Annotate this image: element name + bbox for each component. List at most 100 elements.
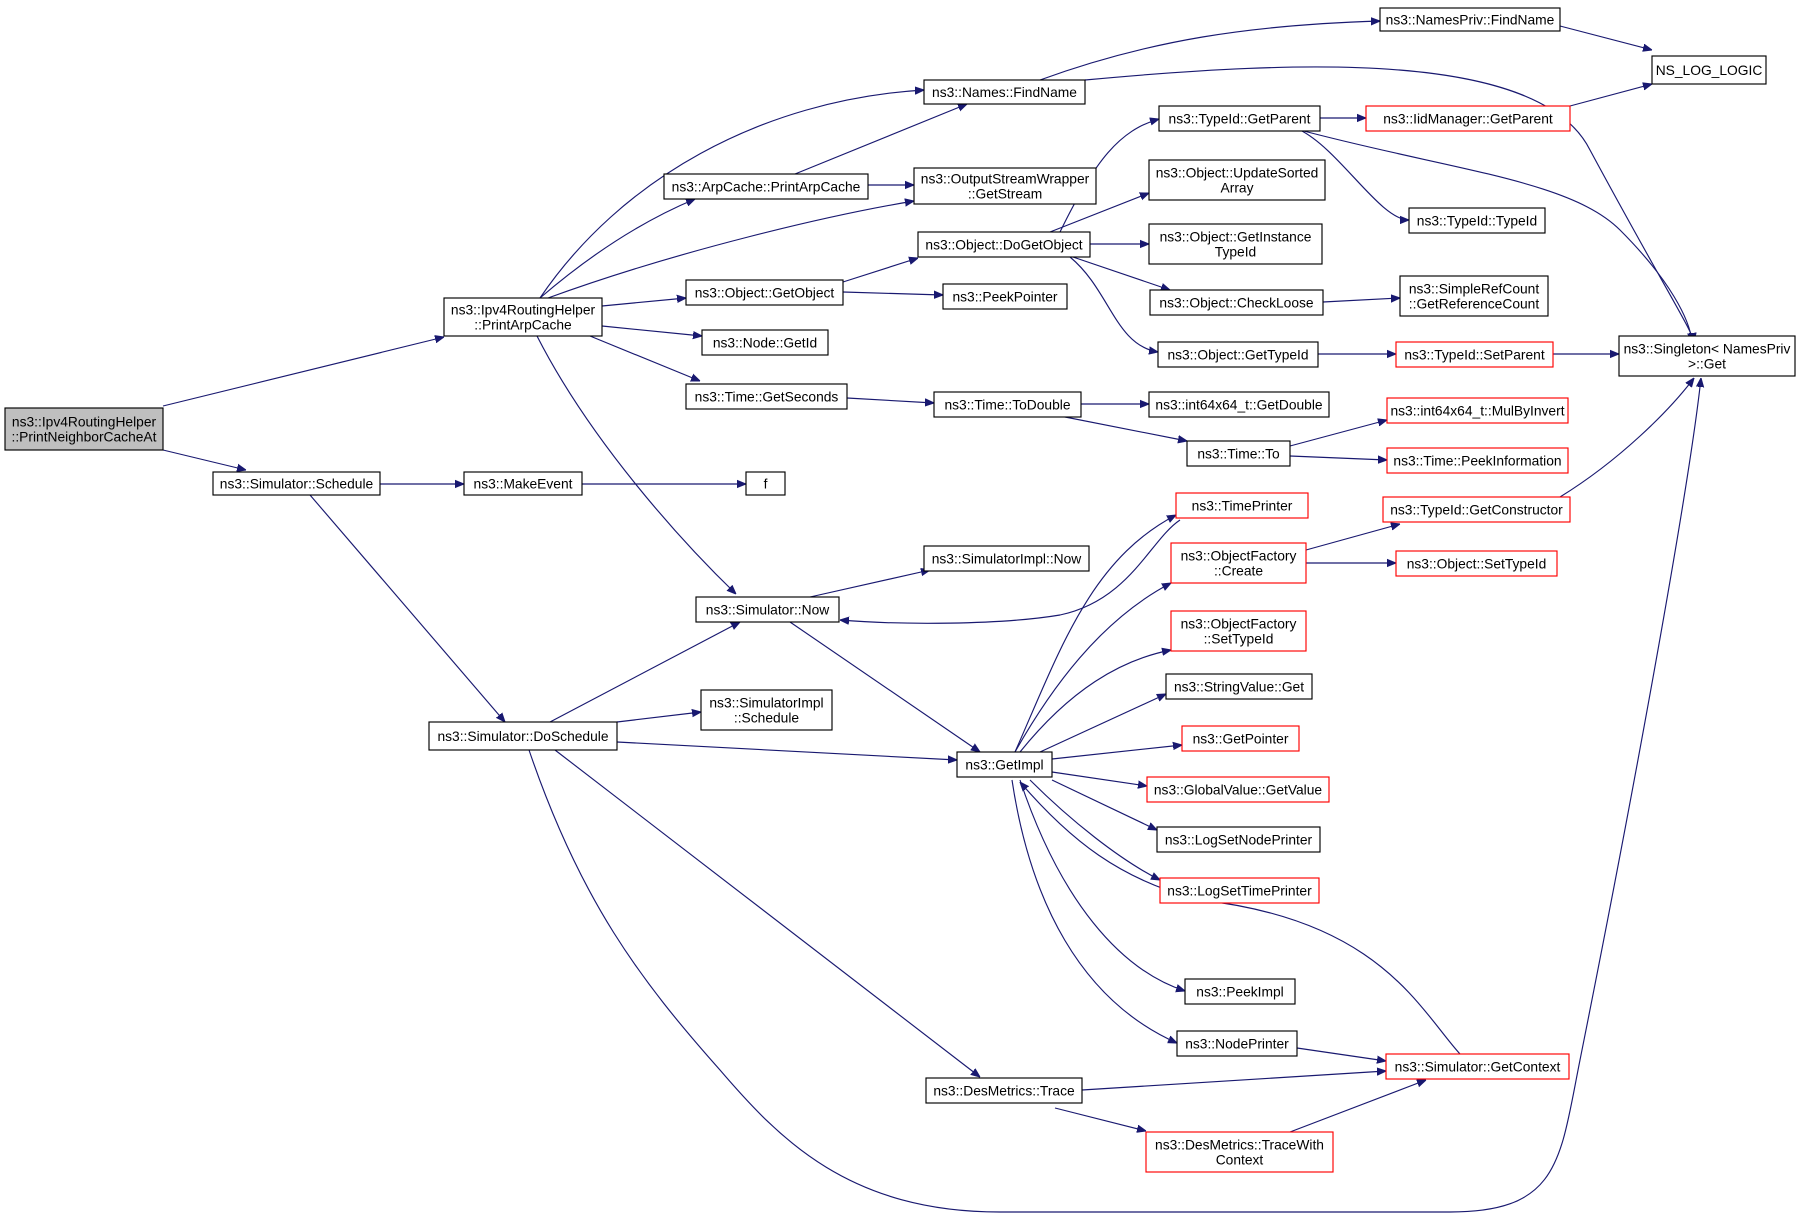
node-getpointer[interactable]: ns3::GetPointer — [1181, 725, 1300, 752]
node-box — [701, 329, 829, 356]
edge-timeprinter-simnow — [840, 519, 1181, 623]
node-label: ns3::TypeId::GetConstructor — [1390, 503, 1563, 518]
edge-getobject-peekpointer — [842, 292, 943, 295]
node-peekinfo[interactable]: ns3::Time::PeekInformation — [1386, 447, 1569, 474]
node-ofcreate[interactable]: ns3::ObjectFactory::Create — [1170, 542, 1307, 584]
node-label: >::Get — [1688, 357, 1726, 372]
node-setparent[interactable]: ns3::TypeId::SetParent — [1395, 341, 1554, 368]
edge-doschedule-desmetricstrace — [554, 749, 980, 1077]
node-globalvalue[interactable]: ns3::GlobalValue::GetValue — [1146, 776, 1330, 803]
node-timeprinter[interactable]: ns3::TimePrinter — [1175, 492, 1309, 519]
node-getseconds[interactable]: ns3::Time::GetSeconds — [685, 383, 848, 410]
node-schedule[interactable]: ns3::Simulator::Schedule — [212, 471, 381, 496]
node-lognodeprinter[interactable]: ns3::LogSetNodePrinter — [1156, 826, 1321, 853]
node-label: ns3::LogSetNodePrinter — [1165, 833, 1313, 848]
node-label: ns3::int64x64_t::MulByInvert — [1390, 404, 1564, 419]
node-box — [1165, 673, 1313, 700]
node-simplerefcount[interactable]: ns3::SimpleRefCount::GetReferenceCount — [1399, 275, 1549, 317]
edge-typeidgetparent-typeidtypeid — [1299, 129, 1410, 220]
edge-getconstructor-singleton — [1559, 378, 1694, 498]
edge-schedule-doschedule — [309, 494, 505, 722]
node-label: ns3::TimePrinter — [1192, 499, 1293, 514]
node-stringvalueget[interactable]: ns3::StringValue::Get — [1165, 673, 1313, 700]
node-timeto[interactable]: ns3::Time::To — [1186, 440, 1291, 467]
node-singleton[interactable]: ns3::Singleton< NamesPriv >::Get — [1618, 335, 1796, 377]
node-ofsettypeid[interactable]: ns3::ObjectFactory::SetTypeId — [1170, 610, 1307, 652]
node-box — [700, 689, 833, 731]
node-box — [1146, 776, 1330, 803]
node-f[interactable]: f — [745, 471, 786, 496]
node-doschedule[interactable]: ns3::Simulator::DoSchedule — [428, 721, 618, 751]
edge-printarp-getseconds — [589, 335, 700, 382]
node-namesprivfind[interactable]: ns3::NamesPriv::FindName — [1379, 7, 1561, 32]
edge-getseconds-todouble — [846, 397, 934, 403]
node-getdouble[interactable]: ns3::int64x64_t::GetDouble — [1148, 391, 1330, 418]
node-nodeprinter[interactable]: ns3::NodePrinter — [1176, 1030, 1298, 1057]
node-label: ns3::SimpleRefCount — [1409, 282, 1540, 297]
node-box — [913, 167, 1097, 205]
node-label: TypeId — [1215, 245, 1256, 260]
node-label: ::Schedule — [734, 711, 800, 726]
node-box — [1145, 1131, 1334, 1173]
node-iidmgr[interactable]: ns3::IidManager::GetParent — [1365, 105, 1571, 132]
node-namesfind[interactable]: ns3::Names::FindName — [923, 79, 1086, 105]
edge-printarp-osw — [547, 201, 914, 299]
node-todouble[interactable]: ns3::Time::ToDouble — [933, 391, 1082, 418]
edge-getimpl-globalvalue — [1051, 771, 1147, 786]
node-label: ns3::Object::GetTypeId — [1167, 348, 1308, 363]
node-label: ns3::Ipv4RoutingHelper — [451, 303, 596, 318]
node-simimplschedule[interactable]: ns3::SimulatorImpl::Schedule — [700, 689, 833, 731]
node-root[interactable]: ns3::Ipv4RoutingHelper::PrintNeighborCac… — [4, 407, 164, 451]
node-label: ns3::Simulator::Schedule — [220, 477, 374, 492]
node-box — [428, 721, 618, 751]
node-simnow[interactable]: ns3::Simulator::Now — [695, 596, 840, 623]
node-box — [463, 471, 583, 496]
node-makeevent[interactable]: ns3::MakeEvent — [463, 471, 583, 496]
node-box — [1618, 335, 1796, 377]
node-getimpl[interactable]: ns3::GetImpl — [956, 751, 1053, 778]
node-objgettypeid[interactable]: ns3::Object::GetTypeId — [1157, 341, 1319, 368]
node-label: ns3::Object::GetInstance — [1160, 230, 1312, 245]
node-peekimpl[interactable]: ns3::PeekImpl — [1184, 978, 1296, 1005]
node-typeidgetparent[interactable]: ns3::TypeId::GetParent — [1158, 105, 1321, 132]
edge-getobject-dogetobject — [842, 258, 918, 283]
node-getcontext[interactable]: ns3::Simulator::GetContext — [1385, 1053, 1570, 1080]
node-mulbyinvert[interactable]: ns3::int64x64_t::MulByInvert — [1386, 397, 1569, 424]
node-arpcacheprint[interactable]: ns3::ArpCache::PrintArpCache — [663, 173, 869, 200]
node-nslog[interactable]: NS_LOG_LOGIC — [1651, 55, 1767, 85]
node-box — [1176, 1030, 1298, 1057]
edge-printarp-arpcacheprint — [539, 199, 695, 299]
node-peekpointer[interactable]: ns3::PeekPointer — [942, 283, 1068, 310]
node-typeidtypeid[interactable]: ns3::TypeId::TypeId — [1408, 207, 1546, 234]
node-box — [1148, 223, 1323, 265]
node-box — [1159, 877, 1320, 904]
node-printarp[interactable]: ns3::Ipv4RoutingHelper::PrintArpCache — [443, 297, 603, 337]
node-label: ns3::SimulatorImpl::Now — [932, 552, 1082, 567]
node-label: ns3::PeekPointer — [952, 290, 1057, 305]
node-checkloose[interactable]: ns3::Object::CheckLoose — [1149, 289, 1324, 316]
node-logtimeprinter[interactable]: ns3::LogSetTimePrinter — [1159, 877, 1320, 904]
node-dogetobject[interactable]: ns3::Object::DoGetObject — [917, 231, 1091, 258]
node-getobject[interactable]: ns3::Object::GetObject — [685, 279, 844, 306]
node-box — [956, 751, 1053, 778]
edge-getimpl-peekimpl — [1019, 779, 1185, 991]
edge-root-schedule — [162, 449, 246, 470]
node-label: ns3::StringValue::Get — [1174, 680, 1304, 695]
edge-ofcreate-getconstructor — [1305, 524, 1400, 551]
node-nodegetid[interactable]: ns3::Node::GetId — [701, 329, 829, 356]
edge-timeto-peekinfo — [1289, 456, 1387, 460]
node-label: ns3::GetImpl — [965, 758, 1043, 773]
node-simimplnow[interactable]: ns3::SimulatorImpl::Now — [923, 545, 1090, 572]
edge-getimpl-ofsettypeid — [1019, 650, 1171, 753]
node-osw[interactable]: ns3::OutputStreamWrapper::GetStream — [913, 167, 1097, 205]
node-getconstructor[interactable]: ns3::TypeId::GetConstructor — [1382, 496, 1571, 523]
node-desmetricstrace[interactable]: ns3::DesMetrics::Trace — [925, 1077, 1083, 1104]
node-label: ns3::Singleton< NamesPriv — [1624, 342, 1791, 357]
edge-printarp-namesfind — [539, 90, 924, 299]
node-label: ns3::GetPointer — [1193, 732, 1289, 747]
node-objsettypeid[interactable]: ns3::Object::SetTypeId — [1395, 550, 1558, 577]
